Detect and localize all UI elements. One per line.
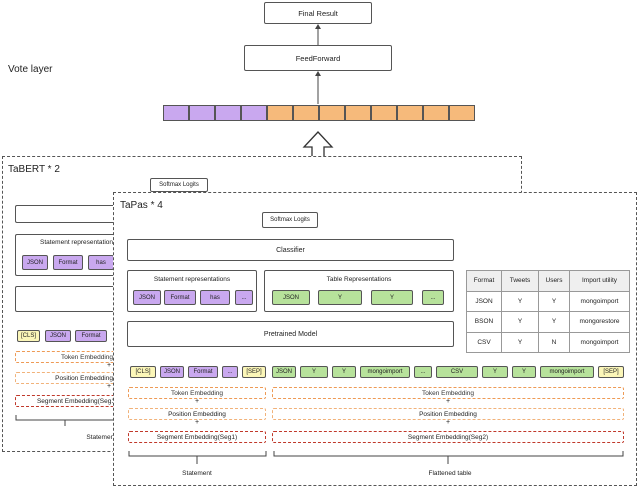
tapas-token-embedding-stmt: Token Embedding — [128, 387, 266, 399]
tapas-stmt-token-format: Format — [164, 290, 196, 305]
tapas-classifier-box: Classifier — [127, 239, 454, 261]
tapas-input-cls: [CLS] — [130, 366, 156, 378]
tapas-plus-1: + — [194, 398, 200, 405]
tapas-stmt-token-json: JSON — [133, 290, 161, 305]
table-cell: Y — [501, 331, 539, 353]
tapas-input-table-mongoimport2: mongoimport — [540, 366, 594, 378]
tapas-title: TaPas * 4 — [120, 200, 163, 211]
tapas-braces — [128, 451, 624, 464]
tapas-input-table-y4: Y — [512, 366, 536, 378]
tapas-plus-3: + — [194, 419, 200, 426]
tapas-flattened-label: Flattened table — [428, 470, 472, 477]
vote-cell — [293, 105, 319, 121]
tabert-statement-repr-label: Statement representation — [40, 239, 113, 246]
table-cell: mongorestore — [569, 311, 630, 333]
tapas-segment-embedding-table: Segment Embedding(Seg2) — [272, 431, 624, 443]
tabert-plus-2: + — [106, 383, 112, 390]
tapas-table-token-y1: Y — [318, 290, 362, 305]
tapas-input-table-y3: Y — [482, 366, 508, 378]
table-header-cell: Format — [466, 270, 502, 292]
vote-cell — [371, 105, 397, 121]
table-cell: CSV — [466, 331, 502, 353]
tabert-pretrained-box — [15, 286, 115, 312]
tapas-table-repr-label: Table Representations — [326, 276, 392, 283]
tapas-stmt-token-has: has — [200, 290, 230, 305]
tapas-input-table-y2: Y — [332, 366, 356, 378]
tabert-token-format: Format — [53, 255, 83, 270]
tapas-segment-embedding-stmt: Segment Embedding(Seg1) — [128, 431, 266, 443]
tapas-input-table-json: JSON — [272, 366, 296, 378]
tapas-statement-label: Statement — [182, 470, 212, 477]
vote-cell — [241, 105, 267, 121]
tapas-softmax-box: Softmax Logits — [262, 212, 318, 228]
tapas-input-table-ellipsis: ... — [414, 366, 432, 378]
vote-cell — [449, 105, 475, 121]
table-cell: mongoimport — [569, 290, 630, 312]
tabert-input-cls: [CLS] — [17, 330, 40, 342]
table-cell: Y — [538, 290, 570, 312]
tabert-token-json: JSON — [22, 255, 48, 270]
feedforward-box: FeedForward — [244, 45, 392, 71]
tapas-input-json: JSON — [160, 366, 184, 378]
tapas-input-sep1: [SEP] — [242, 366, 266, 378]
table-row: BSON Y Y mongorestore — [466, 311, 630, 333]
table-cell: mongoimport — [569, 331, 630, 353]
table-header-row: Format Tweets Users Import utility — [466, 270, 630, 292]
table-cell: N — [538, 331, 570, 353]
tapas-input-format: Format — [188, 366, 218, 378]
tapas-input-table-mongoimport1: mongoimport — [360, 366, 410, 378]
tapas-input-ellipsis: ... — [222, 366, 238, 378]
table-cell: Y — [501, 290, 539, 312]
table-header-cell: Users — [538, 270, 570, 292]
tapas-statement-repr-label: Statement representations — [153, 276, 231, 283]
vote-cell — [319, 105, 345, 121]
tabert-input-json: JSON — [45, 330, 71, 342]
data-table: Format Tweets Users Import utility JSON … — [466, 270, 630, 353]
final-result-box: Final Result — [264, 2, 372, 24]
tabert-position-embedding: Position Embedding — [15, 372, 115, 384]
tapas-input-table-csv: CSV — [436, 366, 478, 378]
table-header-cell: Tweets — [501, 270, 539, 292]
table-cell: Y — [538, 311, 570, 333]
table-row: JSON Y Y mongoimport — [466, 290, 630, 312]
tabert-token-embedding: Token Embedding — [15, 351, 115, 363]
tabert-token-has: has — [88, 255, 114, 270]
tabert-segment-embedding: Segment Embedding(Seg1 — [15, 395, 115, 407]
vote-cell — [345, 105, 371, 121]
vote-cell — [267, 105, 293, 121]
vote-cell — [163, 105, 189, 121]
vote-cell — [215, 105, 241, 121]
tapas-token-embedding-table: Token Embedding — [272, 387, 624, 399]
tapas-input-sep2: [SEP] — [598, 366, 624, 378]
tabert-statement-label: Statement — [86, 434, 116, 441]
vote-layer-label: Vote layer — [8, 64, 53, 75]
tapas-position-embedding-table: Position Embedding — [272, 408, 624, 420]
vote-cell — [189, 105, 215, 121]
tapas-position-embedding-stmt: Position Embedding — [128, 408, 266, 420]
tapas-table-token-y2: Y — [371, 290, 413, 305]
tapas-input-table-y1: Y — [300, 366, 328, 378]
table-cell: Y — [501, 311, 539, 333]
tabert-title: TaBERT * 2 — [8, 164, 60, 175]
vote-cell — [397, 105, 423, 121]
table-row: CSV Y N mongoimport — [466, 331, 630, 353]
tapas-stmt-token-ellipsis: ... — [235, 290, 253, 305]
tabert-input-format: Format — [75, 330, 107, 342]
tapas-plus-2: + — [445, 398, 451, 405]
table-header-cell: Import utility — [569, 270, 630, 292]
tapas-pretrained-box: Pretrained Model — [127, 321, 454, 347]
table-cell: BSON — [466, 311, 502, 333]
tapas-table-token-ellipsis: ... — [422, 290, 444, 305]
vote-cell — [423, 105, 449, 121]
tapas-plus-4: + — [445, 419, 451, 426]
table-cell: JSON — [466, 290, 502, 312]
tapas-table-token-json: JSON — [272, 290, 310, 305]
tabert-statement-brace — [15, 415, 115, 426]
tabert-plus-1: + — [106, 362, 112, 369]
tabert-classifier-box — [15, 205, 115, 223]
tabert-softmax-box: Softmax Logits — [150, 178, 208, 192]
